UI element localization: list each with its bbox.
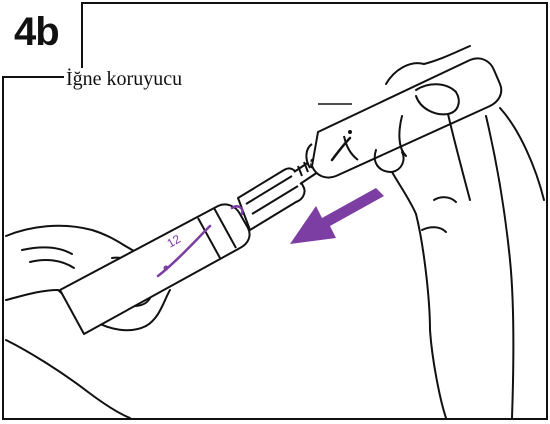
- needle-cap-label: İğne koruyucu: [64, 68, 184, 91]
- step-number-box: 4b: [2, 2, 83, 78]
- step-number: 4b: [14, 10, 59, 55]
